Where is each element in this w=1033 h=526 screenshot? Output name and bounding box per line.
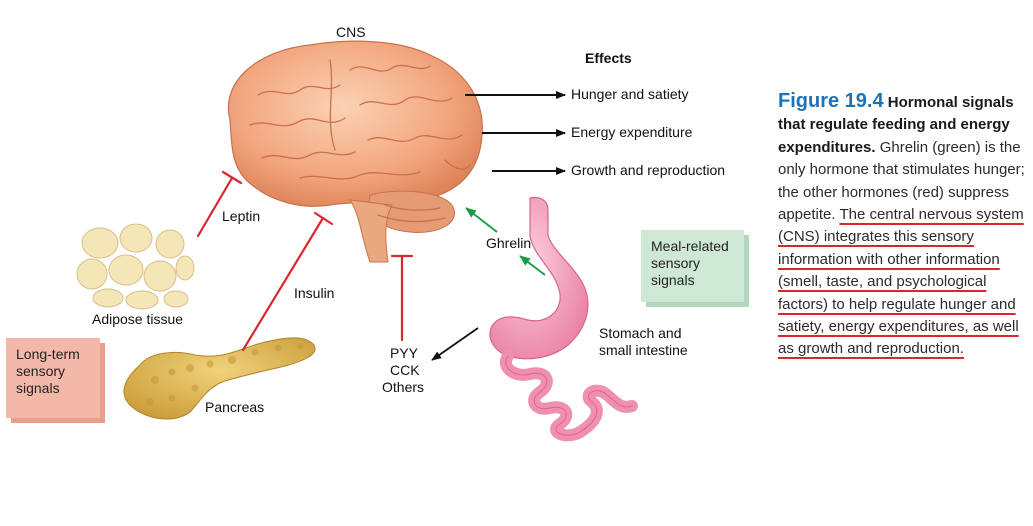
adipose-tissue-label: Adipose tissue [92, 311, 184, 327]
cck-label: CCK [390, 362, 420, 378]
meal-related-line2: sensory [651, 255, 701, 271]
insulin-inhibition-line [241, 211, 334, 352]
stomach-illustration [489, 196, 638, 442]
pancreas-label: Pancreas [205, 399, 265, 415]
long-term-line3: signals [16, 380, 60, 396]
effect-energy-expenditure: Energy expenditure [571, 124, 693, 140]
caption-body: Ghrelin (green) is the only hormone that… [778, 138, 1025, 224]
long-term-line1: Long-term [16, 346, 80, 362]
leptin-inhibition-line [196, 170, 243, 238]
effects-heading: Effects [585, 50, 632, 66]
insulin-label: Insulin [294, 285, 335, 301]
leptin-label: Leptin [222, 208, 261, 224]
long-term-line2: sensory [16, 363, 66, 379]
stomach-label-line1: Stomach and [599, 325, 682, 341]
stomach-label-line2: small intestine [599, 342, 688, 358]
effect-growth-reproduction: Growth and reproduction [571, 162, 726, 178]
pancreas-illustration [123, 337, 316, 420]
ghrelin-label: Ghrelin [486, 235, 532, 251]
arrow-stomach-to-pyy [431, 327, 479, 361]
figure-caption: Figure 19.4 Hormonal signals that regula… [778, 90, 1026, 361]
adipose-tissue-illustration [76, 223, 195, 310]
meal-related-signals-box: Meal-related sensory signals [641, 230, 744, 302]
pyy-label: PYY [390, 345, 419, 361]
cns-label: CNS [336, 24, 366, 40]
pyy-inhibition-line [390, 254, 414, 342]
effect-hunger-satiety: Hunger and satiety [571, 86, 689, 102]
meal-related-line3: signals [651, 272, 695, 288]
brain-illustration [227, 40, 483, 263]
figure-number: Figure 19.4 [778, 90, 884, 112]
ghrelin-arrow-upper [465, 207, 498, 233]
meal-related-line1: Meal-related [651, 238, 729, 254]
others-label: Others [382, 379, 425, 395]
caption-underlined-text: The central nervous system (CNS) integra… [778, 206, 1024, 358]
long-term-signals-box: Long-term sensory signals [6, 338, 100, 418]
figure-title: Hormonal signals that regulate feeding a… [778, 94, 1014, 156]
ghrelin-arrow-lower [519, 255, 546, 276]
